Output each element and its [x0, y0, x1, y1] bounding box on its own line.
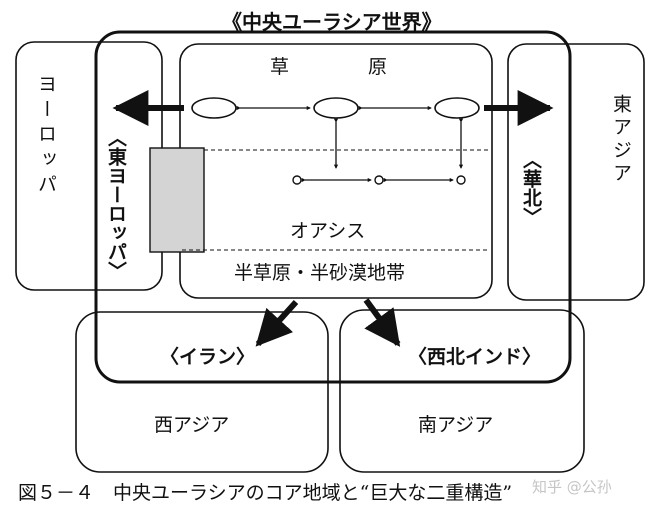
central-eurasia-core-box — [94, 30, 572, 384]
east-asia-label: 東アジア — [610, 94, 632, 186]
north-china-label: 〈華北〉 — [520, 150, 542, 226]
oasis-label: オアシス — [290, 220, 366, 242]
semi-desert-label: 半草原・半砂漠地帯 — [234, 262, 406, 284]
iran-label: 〈イラン〉 — [160, 346, 256, 368]
oasis-node-west — [292, 175, 302, 185]
arrow-to-northwest-india — [363, 298, 401, 347]
watermark: 知乎 @公孙 — [532, 478, 612, 496]
east-europe-label: 〈東ヨーロッパ〉 — [105, 128, 127, 280]
east-europe-shaded-zone — [149, 147, 205, 253]
steppe-label: 草 原 — [270, 56, 418, 78]
south-asia-region-box — [339, 309, 585, 473]
west-asia-region-box — [75, 311, 329, 473]
northwest-india-label: 〈西北インド〉 — [408, 346, 542, 368]
east-asia-region-box — [507, 43, 645, 301]
steppe-node-center — [313, 97, 359, 119]
steppe-node-east — [434, 97, 480, 119]
south-asia-label: 南アジア — [418, 414, 494, 436]
steppe-node-west — [191, 97, 237, 119]
europe-label: ヨーロッパ — [35, 74, 57, 199]
west-asia-label: 西アジア — [154, 414, 230, 436]
oasis-node-center — [374, 175, 384, 185]
figure-caption: 図５－４ 中央ユーラシアのコア地域と“巨大な二重構造” — [18, 482, 513, 504]
arrow-to-iran — [255, 299, 299, 347]
oasis-node-east — [456, 175, 466, 185]
diagram-title: 《中央ユーラシア世界》 — [222, 10, 442, 34]
